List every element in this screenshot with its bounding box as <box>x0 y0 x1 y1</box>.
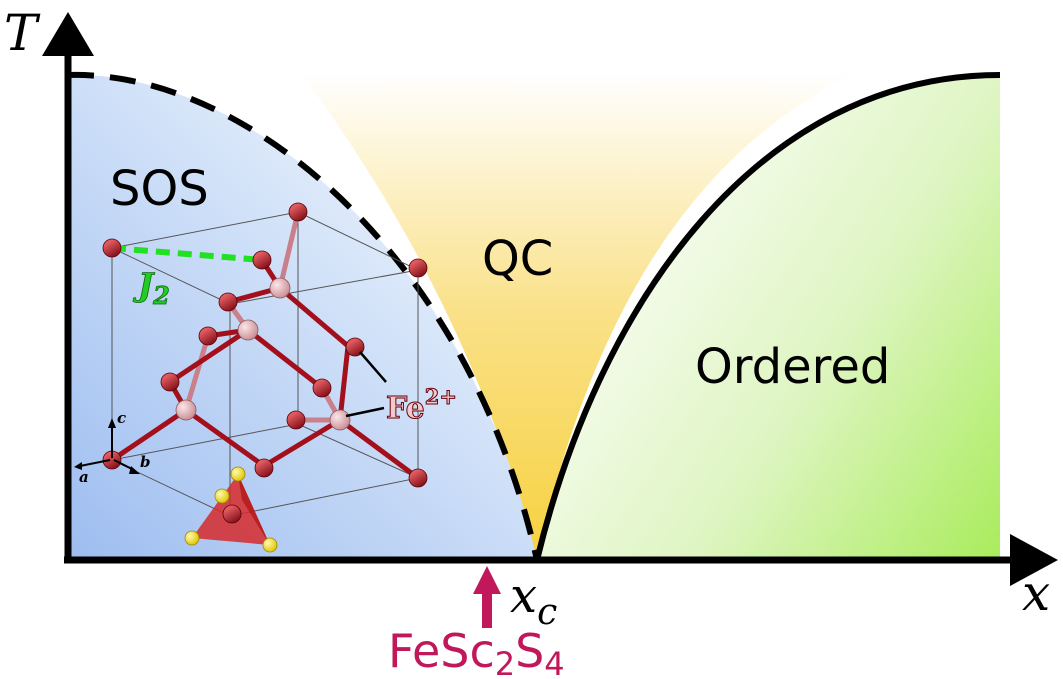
ordered-label: Ordered <box>695 339 890 395</box>
material-label: FeSc2S4 <box>388 624 565 679</box>
sos-region <box>68 74 537 561</box>
j2-coupling-line <box>111 245 263 263</box>
y-axis-label: T <box>4 4 41 62</box>
axis-b-label: b <box>140 453 151 471</box>
material-arrow-head <box>473 566 501 594</box>
sos-label: SOS <box>110 161 209 217</box>
critical-point-label: xc <box>510 568 557 633</box>
x-axis-label: x <box>1022 564 1050 622</box>
sos-qc-boundary <box>67 71 540 561</box>
qc-region <box>300 72 860 560</box>
sc-atoms <box>175 277 351 431</box>
j2-label: J2 <box>132 266 170 310</box>
fe-atoms <box>102 202 428 488</box>
axis-a-label: a <box>79 468 89 486</box>
fes4-tetrahedron <box>184 466 278 553</box>
crystal-axes <box>74 418 140 474</box>
ordered-region <box>537 75 1000 560</box>
fe2-pointer <box>345 351 387 418</box>
ordered-boundary <box>534 72 1001 561</box>
x-axis-arrowhead <box>1010 534 1058 586</box>
fe-ion-label: Fe2+ <box>386 384 457 426</box>
axis-c-label: c <box>117 409 126 427</box>
qc-label: QC <box>482 231 553 287</box>
crystal-structure <box>74 202 428 553</box>
y-axis-arrowhead <box>42 12 94 56</box>
